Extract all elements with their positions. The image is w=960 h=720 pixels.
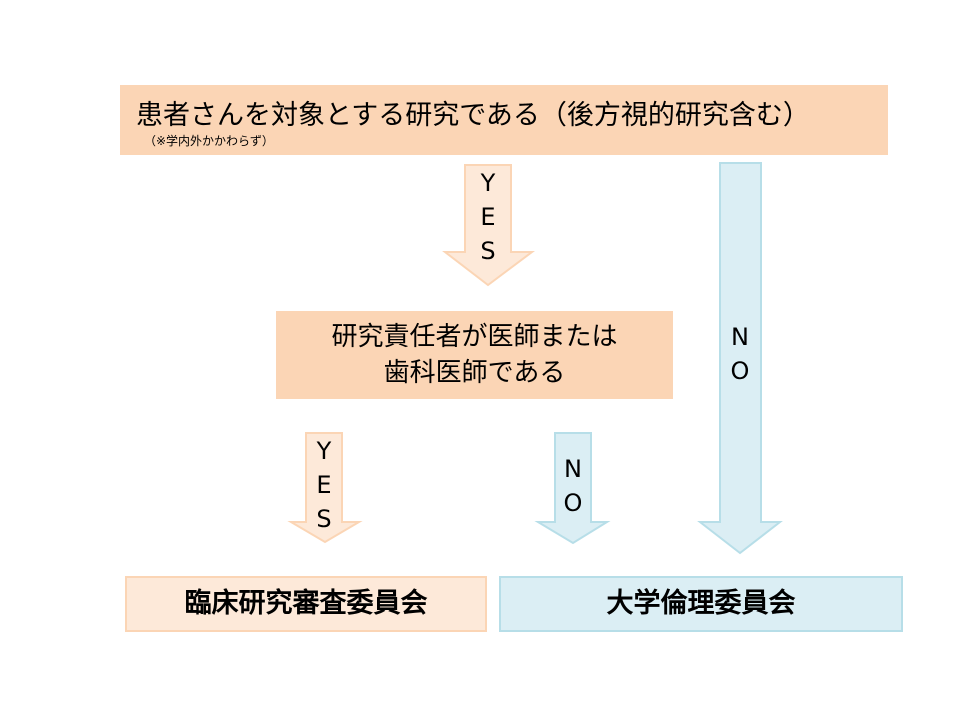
no-arrow-short — [534, 432, 611, 545]
question-text: 患者さんを対象とする研究である（後方視的研究含む） — [136, 100, 810, 131]
label-char: O — [563, 489, 583, 517]
label-char: Y — [480, 169, 496, 197]
question-patient-research: 患者さんを対象とする研究である（後方視的研究含む） （※学内外かかわらず） — [120, 85, 888, 155]
question-physician: 研究責任者が医師または 歯科医師である — [276, 311, 673, 399]
label-char: S — [480, 237, 496, 265]
question-note: （※学内外かかわらず） — [144, 134, 274, 148]
yes-arrow-2 — [287, 432, 363, 544]
label-char: E — [316, 471, 332, 499]
yes-arrow-1 — [442, 164, 535, 287]
label-char: S — [316, 505, 332, 533]
label-char: N — [564, 455, 582, 483]
no-arrow-long — [697, 162, 783, 555]
no-label-1: N O — [720, 320, 760, 388]
label-char: E — [480, 203, 496, 231]
question2-line1: 研究責任者が医師または — [331, 322, 618, 352]
outcome-university-ethics-committee: 大学倫理委員会 — [499, 576, 903, 632]
no-label-2: N O — [553, 452, 593, 520]
yes-label-2: Y E S — [304, 434, 344, 536]
outcome-clinical-review-board: 臨床研究審査委員会 — [125, 576, 487, 632]
question2-line2: 歯科医師である — [383, 358, 566, 388]
label-char: O — [730, 357, 750, 385]
yes-label-1: Y E S — [468, 166, 508, 268]
label-char: N — [731, 323, 749, 351]
label-char: Y — [316, 437, 332, 465]
